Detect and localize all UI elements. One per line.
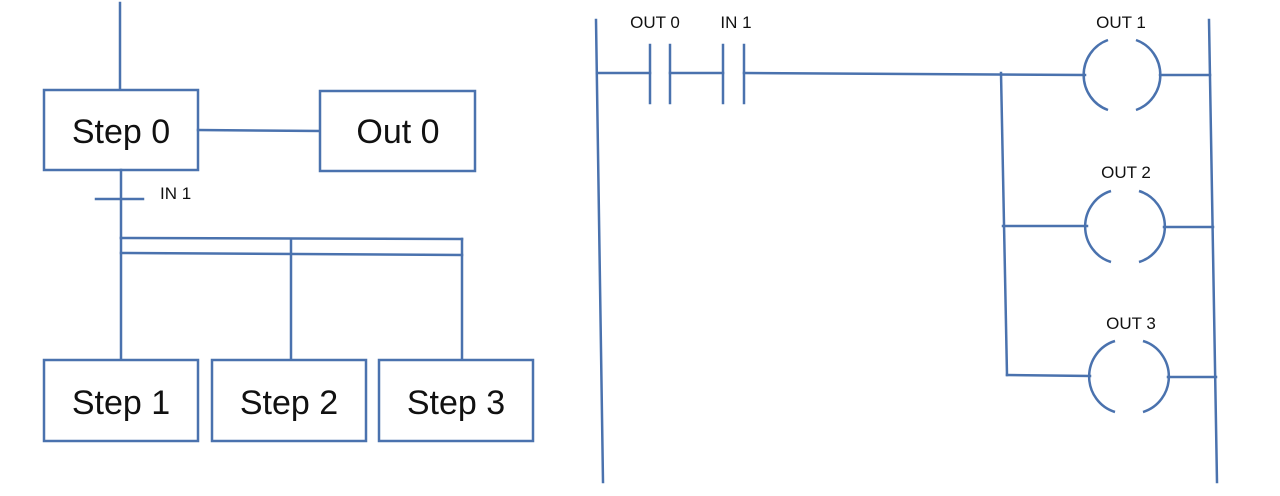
contact-out0-label: OUT 0 (630, 13, 680, 32)
coil-out3 (1087, 339, 1171, 414)
coil-out3-label: OUT 3 (1106, 314, 1156, 333)
contact-out0 (648, 43, 672, 105)
sfc-chart: Step 0 Out 0 IN 1 Step 1 Step 2 Step 3 (42, 1, 535, 443)
step-3-label: Step 3 (407, 384, 505, 422)
rung1-wire-c (742, 71, 1087, 77)
step-2-box (210, 358, 368, 443)
out-0-box (318, 89, 477, 173)
rung3-wire-a (1005, 373, 1092, 378)
coil-out1-label: OUT 1 (1096, 13, 1146, 32)
step-3-box (377, 358, 535, 443)
coil-out2-label: OUT 2 (1101, 163, 1151, 182)
right-power-rail (1207, 18, 1219, 484)
step-1-label: Step 1 (72, 384, 170, 422)
ladder-diagram: OUT 0 IN 1 OUT 1 OUT 2 OUT 3 (594, 13, 1219, 484)
step-0-label: Step 0 (72, 113, 170, 151)
step-1-box (42, 358, 200, 443)
coil-out2 (1083, 189, 1167, 264)
action-link-line (196, 128, 322, 133)
out-0-label: Out 0 (356, 113, 439, 151)
step-2-label: Step 2 (240, 384, 338, 422)
coil-out1 (1082, 38, 1162, 112)
left-power-rail (594, 18, 605, 484)
contact-in1-label: IN 1 (720, 13, 751, 32)
contact-in1 (721, 43, 746, 105)
transition-label: IN 1 (160, 184, 191, 203)
parallel-branch-line (999, 71, 1009, 377)
